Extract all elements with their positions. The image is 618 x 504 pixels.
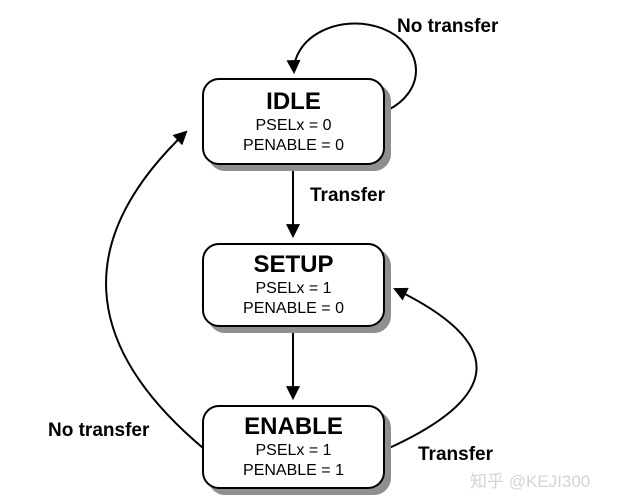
state-idle-line-penable: PENABLE = 0 — [243, 136, 344, 154]
label-idle-self-loop-no-transfer: No transfer — [397, 16, 499, 37]
state-idle-line-pselx: PSELx = 0 — [255, 116, 332, 134]
state-enable-line-penable: PENABLE = 1 — [243, 462, 344, 479]
state-enable: ENABLE PSELx = 1 PENABLE = 1 — [202, 405, 385, 489]
state-idle-title: IDLE — [266, 87, 321, 115]
state-setup: SETUP PSELx = 1 PENABLE = 0 — [202, 243, 385, 327]
state-setup-line-pselx: PSELx = 1 — [255, 280, 332, 297]
label-enable-to-idle-no-transfer: No transfer — [48, 420, 150, 441]
state-setup-line-penable: PENABLE = 0 — [243, 300, 344, 317]
label-idle-to-setup-transfer: Transfer — [310, 185, 385, 206]
edge-enable-to-idle-no-transfer — [105, 130, 204, 449]
state-idle: IDLE PSELx = 0 PENABLE = 0 — [202, 78, 385, 165]
edge-enable-to-setup-transfer — [386, 287, 478, 450]
state-enable-line-pselx: PSELx = 1 — [255, 442, 332, 459]
watermark-text: 知乎 @KEJI300 — [470, 472, 591, 491]
label-enable-to-setup-transfer: Transfer — [418, 444, 493, 465]
state-setup-title: SETUP — [253, 251, 334, 278]
state-enable-title: ENABLE — [244, 413, 343, 440]
edge-idle-self-loop-no-transfer — [286, 22, 417, 111]
